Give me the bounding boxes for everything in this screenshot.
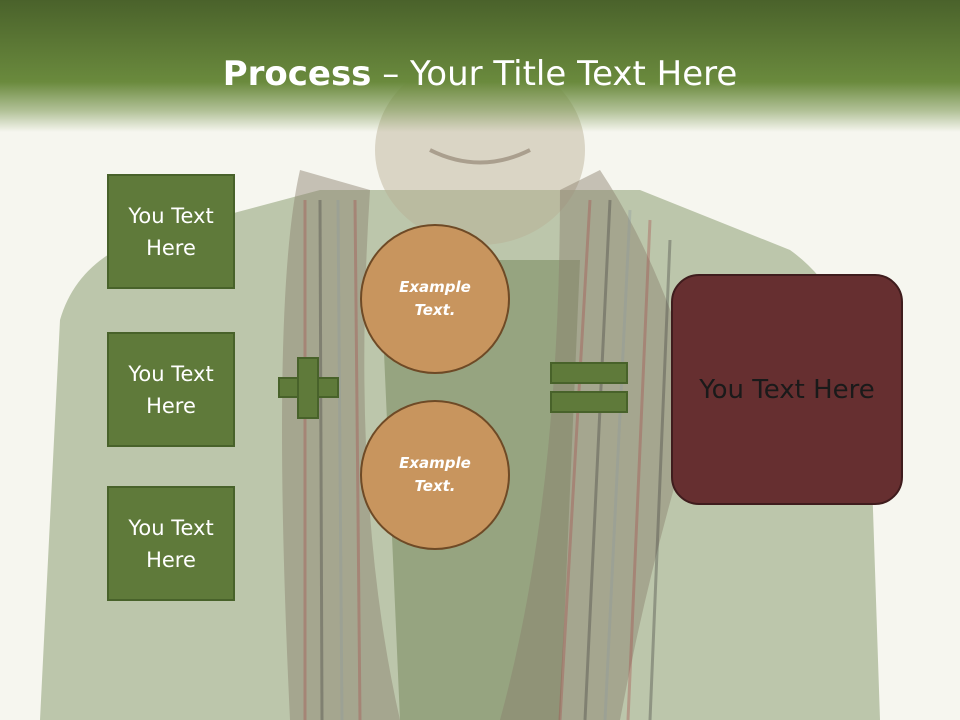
title-bar bbox=[0, 0, 960, 132]
equals-icon-top bbox=[550, 362, 628, 384]
example-circle-2[interactable]: Example Text. bbox=[360, 400, 510, 550]
example-circle-2-label: Example Text. bbox=[399, 454, 471, 495]
title-bold: Process bbox=[222, 54, 372, 94]
example-circle-1-label: Example Text. bbox=[399, 278, 471, 319]
slide-title: Process – Your Title Text Here bbox=[0, 52, 960, 96]
text-box-1[interactable]: You Text Here bbox=[107, 174, 235, 289]
text-box-3-label: You Text Here bbox=[128, 515, 214, 572]
example-circle-1[interactable]: Example Text. bbox=[360, 224, 510, 374]
result-box[interactable]: You Text Here bbox=[671, 274, 903, 505]
result-box-label: You Text Here bbox=[699, 374, 875, 405]
text-box-2-label: You Text Here bbox=[128, 361, 214, 418]
text-box-1-label: You Text Here bbox=[128, 203, 214, 260]
text-box-2[interactable]: You Text Here bbox=[107, 332, 235, 447]
title-rest: – Your Title Text Here bbox=[371, 54, 738, 94]
text-box-3[interactable]: You Text Here bbox=[107, 486, 235, 601]
equals-icon-bottom bbox=[550, 391, 628, 413]
plus-icon-center bbox=[299, 379, 317, 396]
